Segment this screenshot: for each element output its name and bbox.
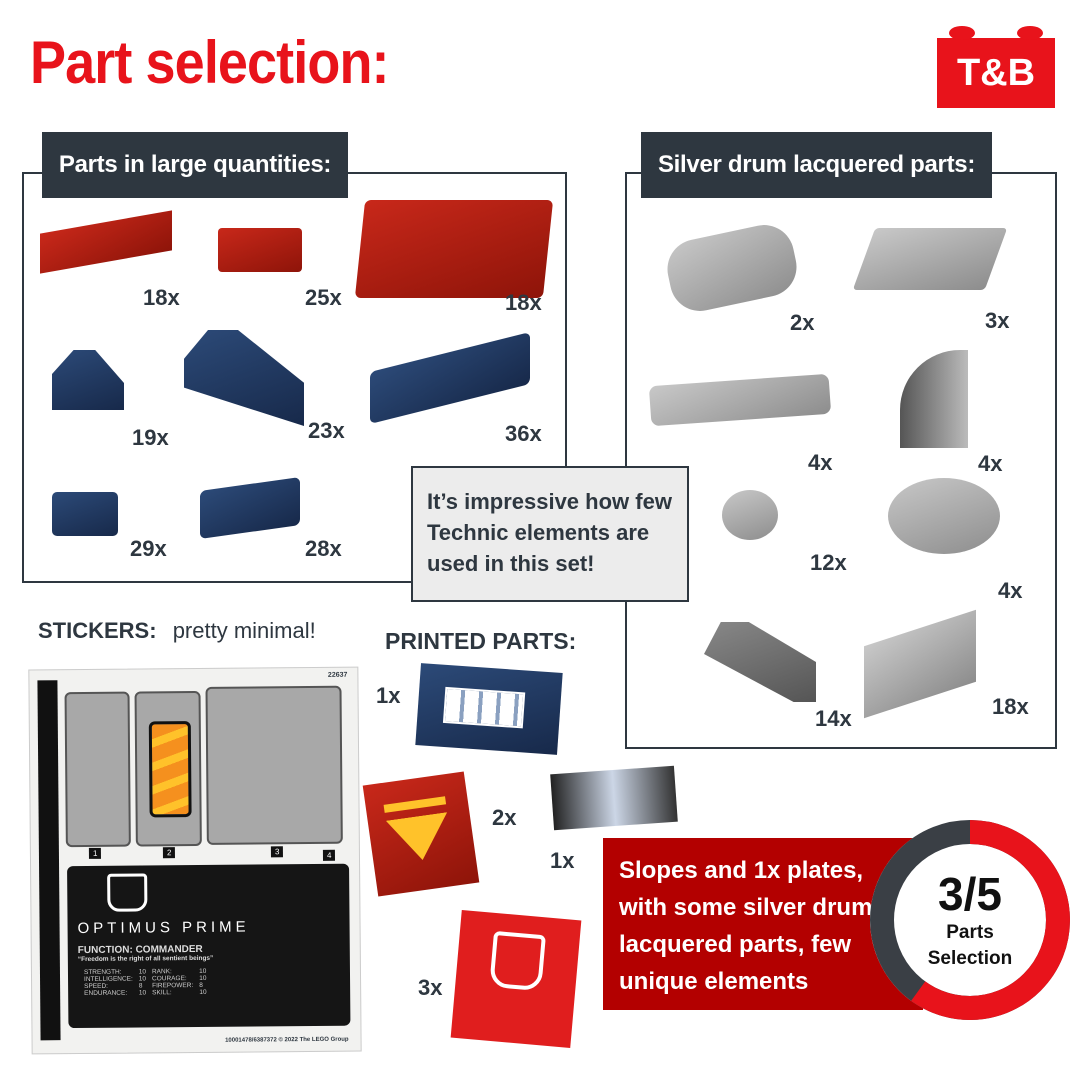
printed-parts-label: PRINTED PARTS: (385, 628, 577, 654)
logo-text: T&B (956, 51, 1036, 94)
printed-autobot-tile-part (450, 910, 582, 1048)
sheet-copyright: 10001478/6387372 © 2022 The LEGO Group (225, 1036, 349, 1044)
logo-stud (949, 26, 975, 40)
yellow-chevron (386, 812, 454, 864)
quantity-label: 25x (305, 285, 342, 310)
quantity-label: 3x (418, 975, 443, 1000)
quantity-label: 18x (992, 694, 1029, 719)
logo-stud (1017, 26, 1043, 40)
sticker-1 (64, 691, 131, 848)
quantity-label: 14x (815, 706, 852, 731)
quantity-label: 18x (143, 285, 180, 310)
silver-parts-header: Silver drum lacquered parts: (641, 132, 992, 198)
quantity-label: 12x (810, 550, 847, 575)
sticker-sheet: 22637 1 2 3 4 OPTIMUS PRIME FUNCTION: CO… (28, 666, 362, 1055)
orange-stripe-graphic (148, 721, 192, 818)
ring-background (870, 820, 1070, 1020)
quantity-label: 36x (505, 421, 542, 446)
score-ring (870, 820, 1070, 1020)
printed-blue-tile-part (415, 663, 563, 755)
stickers-label: STICKERS: (38, 618, 157, 643)
quantity-label: 4x (808, 450, 833, 475)
printed-red-slope-part (362, 771, 480, 897)
sticker-number: 2 (162, 847, 176, 859)
silver-round-tile-part (888, 478, 1000, 554)
quantity-label: 3x (985, 308, 1010, 333)
sticker-number: 3 (270, 846, 284, 858)
ring-score-fill (870, 820, 1070, 1020)
yellow-stripe (383, 796, 447, 813)
stickers-heading: STICKERS: pretty minimal! (38, 618, 316, 644)
printed-headlight-part (550, 765, 678, 831)
sticker-3 (205, 685, 343, 845)
autobot-logo-icon (489, 930, 546, 992)
quantity-label: 19x (132, 425, 169, 450)
quantity-label: 2x (492, 805, 517, 830)
red-large-plate-part (354, 200, 554, 298)
stickers-comment: pretty minimal! (172, 618, 316, 643)
quantity-label: 1x (550, 848, 575, 873)
sticker-number: 1 (88, 847, 102, 859)
silver-ingot-part (852, 228, 1008, 290)
sticker-4-optimus-prime: OPTIMUS PRIME FUNCTION: COMMANDER “Freed… (67, 863, 351, 1029)
score-caption: Parts (946, 922, 994, 943)
quantity-label: 28x (305, 536, 342, 561)
quantity-label: 18x (505, 290, 542, 315)
quantity-label: 2x (790, 310, 815, 335)
autobot-logo-icon (107, 873, 148, 912)
quantity-label: 4x (978, 451, 1003, 476)
large-quantities-header: Parts in large quantities: (42, 132, 348, 198)
score-text: 3/5 Parts Selection (898, 868, 1042, 972)
sticker-number: 4 (322, 849, 336, 861)
quantity-label: 1x (376, 683, 401, 708)
character-quote: “Freedom is the right of all sentient be… (77, 954, 214, 964)
brand-logo: T&B (937, 26, 1055, 108)
summary-banner: Slopes and 1x plates, with some silver d… (603, 838, 923, 1010)
window-print-graphic (442, 686, 526, 729)
sticker-2 (134, 690, 202, 847)
blue-plate-1x1-part (52, 492, 118, 536)
sheet-code: 22637 (327, 671, 348, 679)
red-plate-part (218, 228, 302, 272)
silver-round-plate-part (722, 490, 778, 540)
quantity-label: 4x (998, 578, 1023, 603)
callout-note: It’s impressive how few Technic elements… (411, 466, 689, 602)
score-value: 3/5 (938, 868, 1002, 920)
sheet-edge (37, 680, 61, 1041)
quantity-label: 29x (130, 536, 167, 561)
page-title: Part selection: (30, 29, 390, 96)
character-name: OPTIMUS PRIME (77, 918, 250, 938)
score-caption: Selection (927, 948, 1013, 969)
quantity-label: 23x (308, 418, 345, 443)
